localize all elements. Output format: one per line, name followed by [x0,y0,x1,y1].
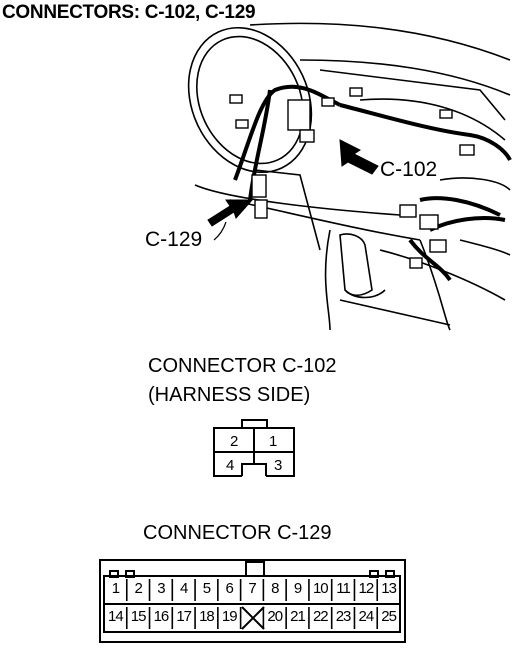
steering-wheel-inner [195,35,305,165]
c129-pin: 19 [221,608,238,625]
c129-location [251,174,267,198]
c129-pin: 24 [358,608,374,625]
c129-pin: 8 [271,580,279,597]
c129-pin: 16 [153,608,170,625]
c129-pin: 13 [381,580,397,597]
c129-pin: 20 [267,608,283,625]
callout-c129: C-129 [145,228,203,251]
connector-c129-heading: CONNECTOR C-129 [143,522,332,544]
c129-pin: 11 [336,580,351,597]
c129-pin: 7 [248,580,256,597]
c129-pin: 15 [130,608,147,625]
c129-pin: 6 [225,580,234,597]
dash-top-edge [249,22,511,61]
c129-pin: 22 [312,608,329,625]
connector-block [287,99,311,131]
callout-c102: C-102 [380,158,438,181]
c102-pin: 2 [230,433,239,450]
connector-c102-diagram [213,419,295,478]
c129-pin: 25 [381,608,397,625]
c129-pin: 21 [290,608,306,625]
arrow-c102 [339,139,379,175]
c129-pin: 17 [176,608,192,625]
c129-pin: 5 [202,580,211,597]
c129-pin: 3 [157,580,165,597]
c102-pin: 4 [226,457,235,474]
c129-pin: 18 [199,608,215,625]
c129-pin: 10 [312,580,329,597]
shift-lever [339,233,373,297]
connector-c102-heading: CONNECTOR C-102 [148,355,337,377]
c129-pin: 4 [180,580,188,597]
c129-pin: 23 [335,608,352,625]
c102-pin: 3 [274,457,283,474]
c102-pin: 1 [269,433,278,450]
page-title: CONNECTORS: C-102, C-129 [2,2,256,23]
c129-pin: 9 [293,580,302,597]
c129-pin: 14 [108,608,124,625]
harness-main [233,84,341,181]
steering-wheel-outline [187,26,313,174]
connector-c129-diagram [99,559,406,643]
c129-pin: 12 [358,580,374,597]
arrow-c129 [207,199,254,227]
connector-c102-subheading: (HARNESS SIDE) [148,384,311,406]
c129-pin: 1 [111,580,120,597]
c129-pin: 2 [134,580,142,597]
